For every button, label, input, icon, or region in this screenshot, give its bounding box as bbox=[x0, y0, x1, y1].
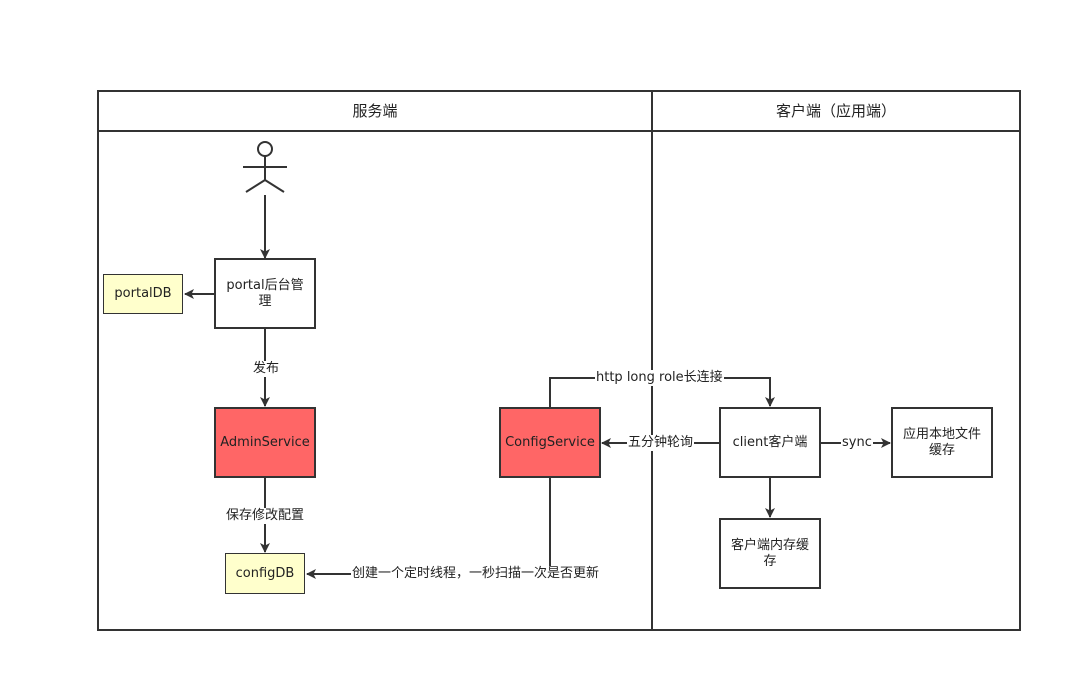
node-portal-admin[interactable]: portal后台管理 bbox=[214, 258, 316, 329]
edge-label-poll-5min: 五分钟轮询 bbox=[627, 435, 695, 451]
edge-label-scan-thread: 创建一个定时线程，一秒扫描一次是否更新 bbox=[351, 566, 601, 582]
node-memory-cache[interactable]: 客户端内存缓存 bbox=[719, 518, 821, 589]
node-config-db[interactable]: configDB bbox=[225, 553, 305, 594]
edge-label-sync: sync bbox=[841, 435, 873, 451]
node-config-service[interactable]: ConfigService bbox=[499, 407, 601, 478]
node-local-file-cache[interactable]: 应用本地文件缓存 bbox=[891, 407, 993, 478]
edge-configservice-to-configdb bbox=[306, 478, 551, 579]
node-admin-service[interactable]: AdminService bbox=[214, 407, 316, 478]
actor-icon bbox=[243, 141, 287, 193]
lane-title-client: 客户端（应用端） bbox=[775, 102, 896, 120]
lane-title-server: 服务端 bbox=[352, 102, 398, 120]
edge-label-long-poll: http long role长连接 bbox=[595, 370, 724, 386]
swimlane-frame bbox=[97, 90, 1021, 631]
edge-label-save-config: 保存修改配置 bbox=[225, 508, 306, 524]
edge-label-publish: 发布 bbox=[252, 361, 281, 377]
node-client[interactable]: client客户端 bbox=[719, 407, 821, 478]
node-portal-db[interactable]: portalDB bbox=[103, 274, 183, 314]
